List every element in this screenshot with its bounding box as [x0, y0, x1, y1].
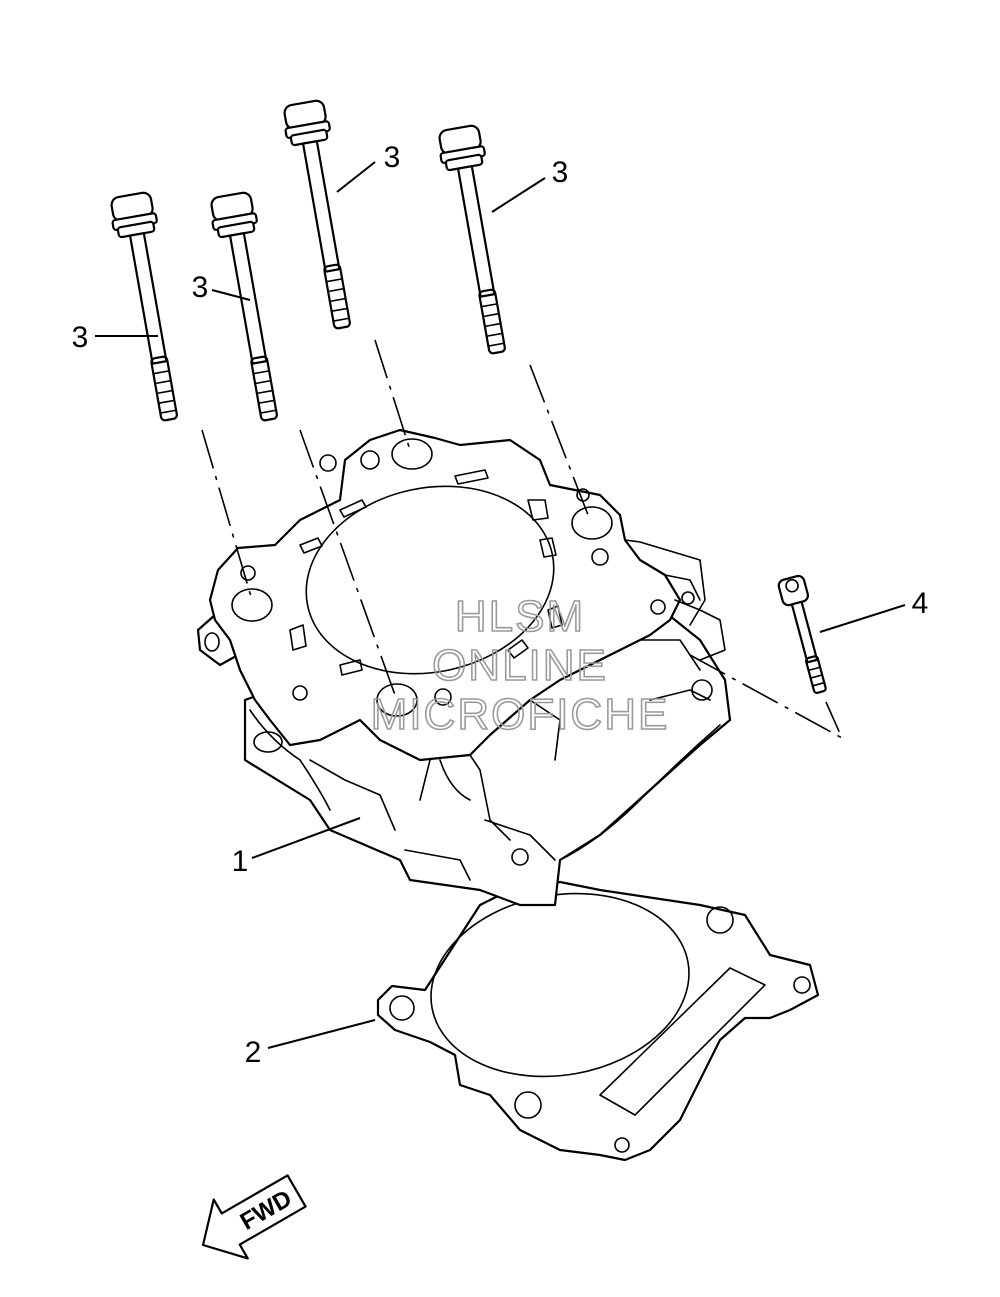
forward-arrow-icon: FWD	[201, 1174, 307, 1260]
watermark: HLSM ONLINE MICROFICHE	[370, 591, 670, 740]
callout-4: 4	[912, 587, 929, 620]
callout-1: 1	[232, 845, 249, 878]
callout-3-right: 3	[552, 156, 569, 189]
watermark-line-1: HLSM	[455, 592, 585, 641]
callout-3-left: 3	[192, 271, 209, 304]
head-bolt-left	[210, 191, 278, 422]
callout-3-far-left: 3	[72, 321, 89, 354]
base-gasket	[376, 880, 820, 1162]
leader-lines	[95, 161, 906, 1049]
callout-2: 2	[245, 1036, 262, 1069]
callout-3-center: 3	[384, 141, 401, 174]
watermark-line-2: ONLINE	[432, 641, 608, 690]
head-bolt-right	[438, 124, 506, 355]
head-bolt-center	[283, 99, 351, 330]
head-bolt-far-left	[110, 191, 178, 422]
socket-screw	[777, 574, 827, 694]
watermark-line-3: MICROFICHE	[371, 690, 670, 739]
centre-lines	[201, 339, 844, 740]
cylinder-block	[196, 428, 732, 907]
